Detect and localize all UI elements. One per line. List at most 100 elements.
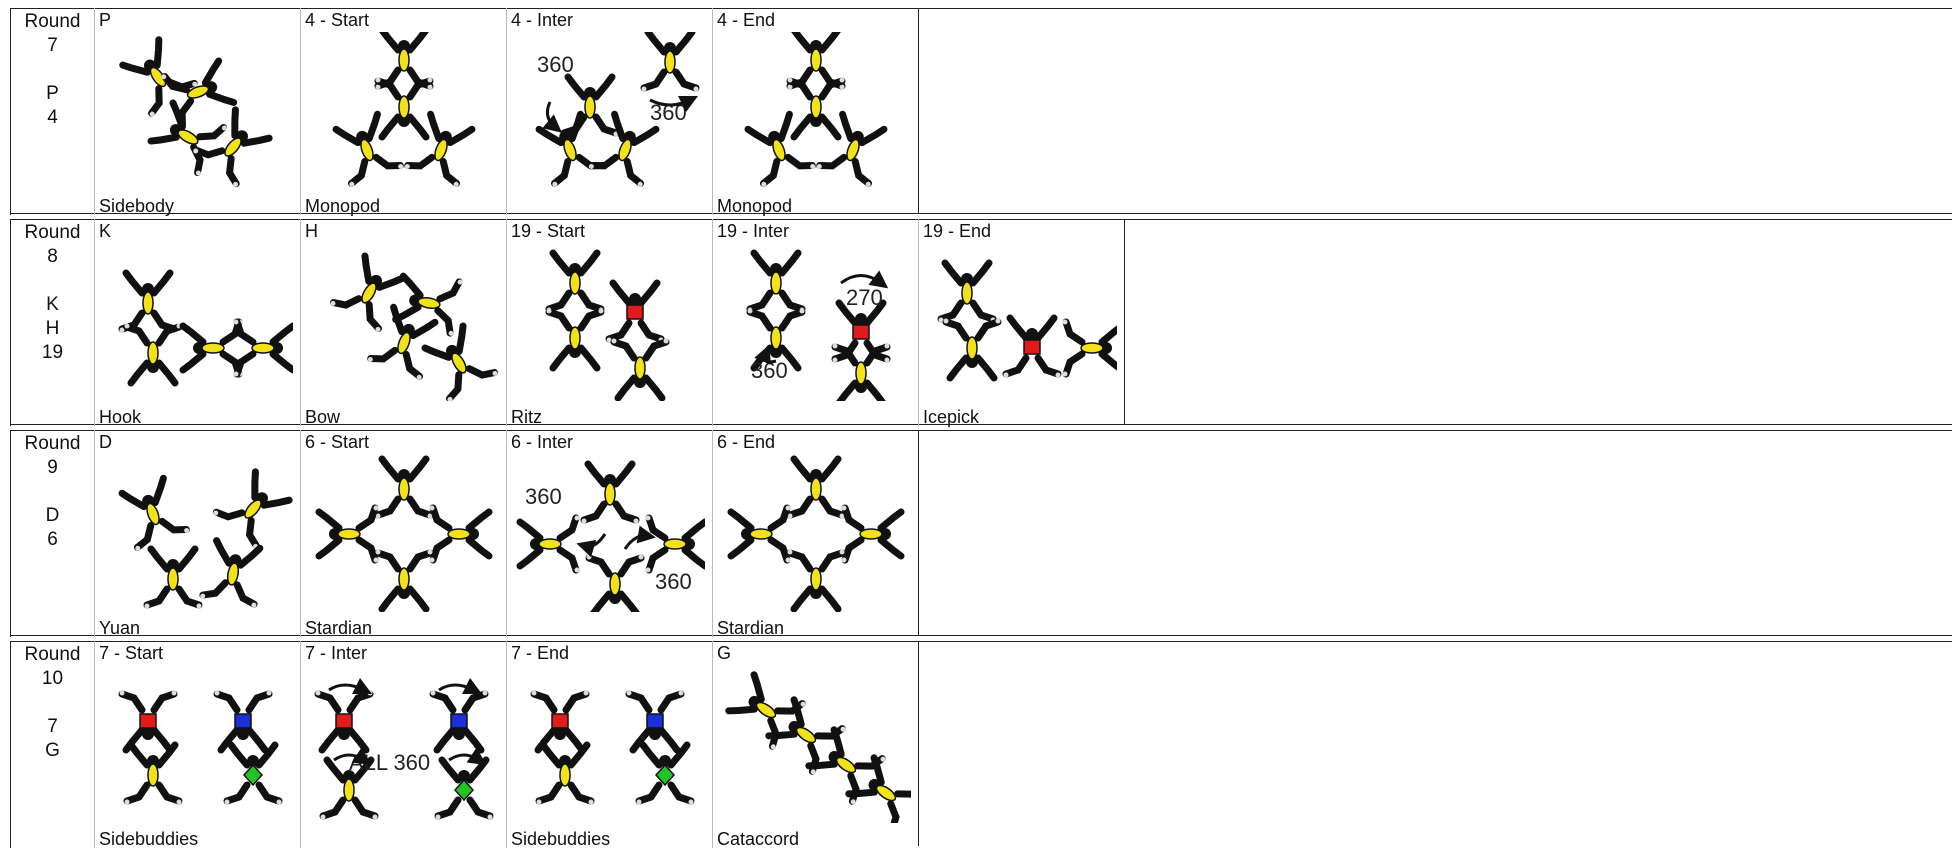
skydiver-figure — [161, 55, 236, 129]
formation-diagram — [721, 454, 911, 612]
formation-diagram — [309, 243, 499, 401]
round-label-line: 9 — [11, 456, 94, 480]
formation-cell: 4 - Inter360360 — [506, 8, 712, 215]
skydiver-figure — [1004, 318, 1061, 378]
formation-name: Sidebody — [99, 196, 174, 217]
skydiver-figure — [520, 516, 580, 573]
formation-cell: G Cataccord — [712, 641, 918, 848]
skydiver-figure — [788, 78, 845, 138]
skydiver-figure — [582, 464, 639, 524]
formation-name: Monopod — [717, 196, 792, 217]
skydiver-figure — [316, 691, 373, 751]
round-label-line: 4 — [11, 106, 94, 130]
formation-header: 7 - End — [511, 643, 569, 664]
round-label: Round7P4 — [10, 8, 94, 215]
formation-diagram — [927, 243, 1117, 401]
formation-name: Stardian — [717, 618, 784, 639]
round-label-line: Round — [11, 643, 94, 667]
skydiver-figure — [612, 339, 669, 399]
skydiver-figure — [547, 253, 604, 313]
skydiver-figure — [637, 745, 694, 805]
formation-header: K — [99, 221, 111, 242]
formation-header: 7 - Start — [99, 643, 163, 664]
skydiver-figure — [200, 540, 266, 608]
round-label-line: 10 — [11, 667, 94, 691]
skydiver-figure — [547, 309, 604, 369]
formation-diagram — [515, 243, 705, 401]
skydiver-figure — [788, 459, 845, 519]
skydiver-figure — [234, 320, 294, 377]
formation-cell: 19 - EndIcepick — [918, 219, 1124, 426]
formation-diagram — [721, 665, 911, 823]
round-label-line: H — [11, 317, 94, 341]
skydiver-figure — [120, 273, 177, 333]
skydiver-figure — [731, 506, 791, 563]
skydiver-figure — [607, 283, 664, 343]
cell-border — [918, 8, 919, 213]
skydiver-figure — [431, 691, 488, 751]
round-label-line: 7 — [11, 34, 94, 58]
round-label-line: G — [11, 739, 94, 763]
skydiver-figure — [145, 549, 202, 609]
formation-header: G — [717, 643, 731, 664]
skydiver-figure — [788, 550, 845, 610]
formation-name: Cataccord — [717, 829, 799, 850]
round-label-line: D — [11, 504, 94, 528]
round-label-line — [11, 691, 94, 715]
skydiver-figure — [646, 516, 706, 573]
rotation-label: ALL 360 — [349, 750, 430, 775]
skydiver-figure — [642, 32, 699, 92]
round-label-line: 8 — [11, 245, 94, 269]
formation-header: 7 - Inter — [305, 643, 367, 664]
skydiver-figure — [748, 253, 805, 313]
formation-name: Stardian — [305, 618, 372, 639]
round-label-line: 19 — [11, 341, 94, 365]
formation-cell: 6 - EndStardian — [712, 430, 918, 637]
formation-name: Yuan — [99, 618, 140, 639]
skydiver-figure — [833, 303, 890, 363]
formation-diagram — [103, 665, 293, 823]
skydiver-figure — [537, 745, 594, 805]
cell-border — [918, 641, 919, 846]
round-label-line — [11, 269, 94, 293]
formation-name: Ritz — [511, 407, 542, 428]
round-label-line: Round — [11, 432, 94, 456]
formation-diagram — [309, 454, 499, 612]
formation-header: 19 - End — [923, 221, 991, 242]
skydiver-figure — [376, 78, 433, 138]
formation-header: 6 - Start — [305, 432, 369, 453]
skydiver-figure — [125, 745, 182, 805]
skydiver-figure — [376, 550, 433, 610]
formation-diagram — [515, 665, 705, 823]
round-label-line: 6 — [11, 528, 94, 552]
rotation-label: 360 — [655, 569, 692, 594]
skydiver-figure — [532, 691, 589, 751]
skydiver-figure — [833, 344, 890, 402]
formation-cell: 19 - Inter270360 — [712, 219, 918, 426]
skydiver-figure — [842, 506, 902, 563]
cell-border — [918, 430, 919, 635]
rotation-label: 270 — [846, 285, 883, 310]
formation-header: 19 - Start — [511, 221, 585, 242]
formation-diagram: ALL 360 — [309, 665, 499, 823]
round-label-line: 7 — [11, 715, 94, 739]
formation-diagram — [103, 32, 293, 190]
skydiver-figure — [533, 112, 607, 187]
skydiver-figure — [125, 324, 182, 384]
formation-name: Sidebuddies — [99, 829, 198, 850]
formation-name: Icepick — [923, 407, 979, 428]
round-label-line — [11, 480, 94, 504]
skydiver-figure — [120, 691, 177, 751]
skydiver-figure — [319, 506, 379, 563]
